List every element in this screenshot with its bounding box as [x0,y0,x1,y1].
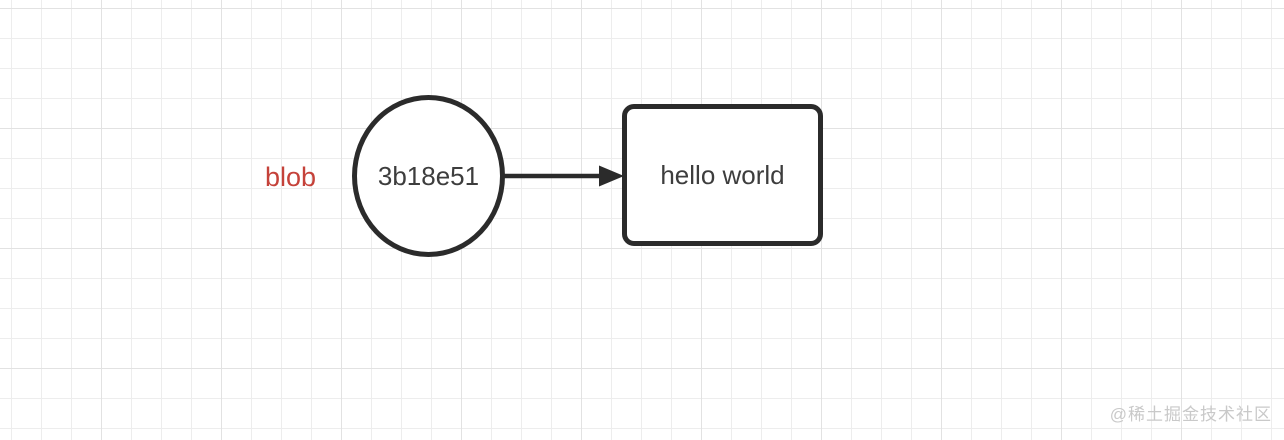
blob-content-rect-node: hello world [622,104,823,246]
blob-hash-circle-node: 3b18e51 [352,95,505,257]
arrow-right-icon [504,165,624,187]
blob-type-label: blob [264,162,316,192]
blob-hash-text: 3b18e51 [377,160,480,191]
blob-content-text: hello world [660,159,785,190]
watermark-text: @稀土掘金技术社区 [1109,405,1272,424]
